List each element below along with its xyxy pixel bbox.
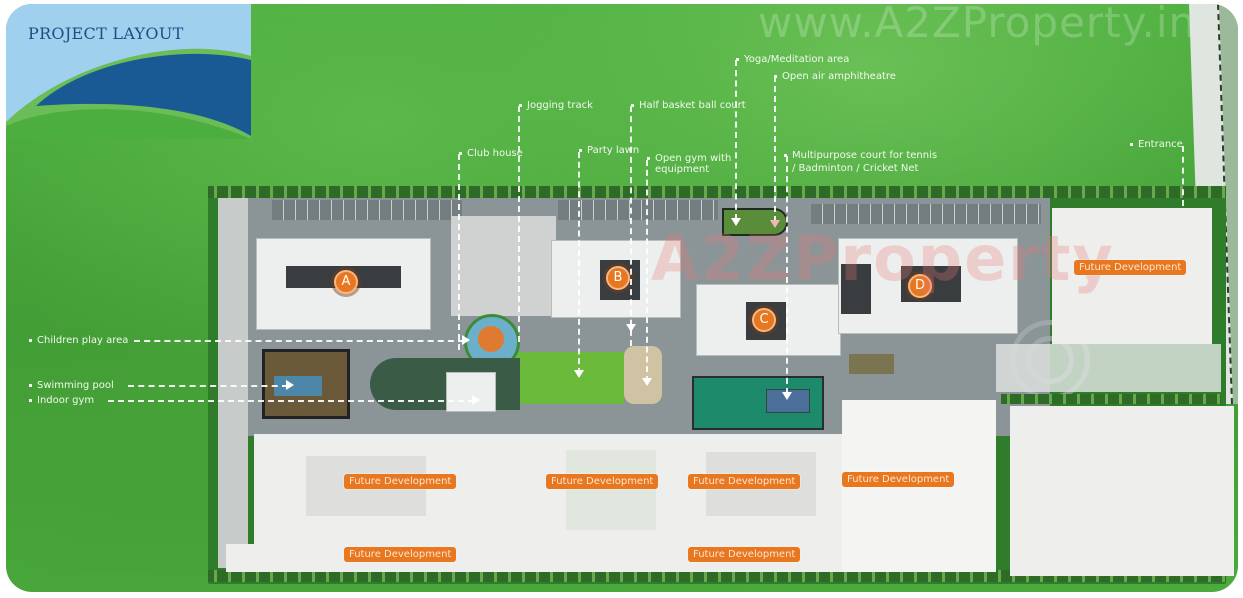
label-jogging: Jogging track xyxy=(519,100,593,111)
label-club-house: Club house xyxy=(459,148,523,159)
arrow-right-icon xyxy=(462,335,470,345)
bullet-icon xyxy=(647,156,650,160)
label-indoor-gym: Indoor gym xyxy=(29,395,94,406)
label-children-play: Children play area xyxy=(29,335,128,346)
watermark-url: www.A2ZProperty.in xyxy=(758,4,1197,47)
leader-line-multipurpose xyxy=(786,156,788,394)
page-title: PROJECT LAYOUT xyxy=(28,24,184,43)
indoor-gym-building xyxy=(446,372,496,412)
future-development-badge: Future Development xyxy=(344,474,457,489)
tower-b-badge[interactable]: B xyxy=(606,266,630,290)
arrow-right-icon xyxy=(286,380,294,390)
hedge-bottom xyxy=(208,570,1226,582)
future-development-badge: Future Development xyxy=(1074,260,1187,275)
tower-c-badge[interactable]: C xyxy=(752,308,776,332)
arrow-down-icon xyxy=(642,378,652,386)
leader-line-indoor-gym xyxy=(108,400,474,402)
future-development-badge: Future Development xyxy=(842,472,955,487)
leader-line-jogging xyxy=(518,106,520,342)
party-lawn xyxy=(514,352,624,404)
hedge-top xyxy=(208,186,1226,198)
leader-line-swimming-pool xyxy=(128,385,288,387)
project-layout-map: www.A2ZProperty.in PROJECT LAYOUT A B C … xyxy=(6,4,1238,592)
leader-line-club-house xyxy=(458,154,460,350)
parking-row-2 xyxy=(558,200,718,220)
play-equipment xyxy=(478,326,504,352)
tower-a-badge[interactable]: A xyxy=(334,270,358,294)
label-swimming-pool: Swimming pool xyxy=(29,380,114,391)
future-ghost-2 xyxy=(566,450,656,530)
left-parking-strip xyxy=(218,198,248,568)
label-basketball: Half basket ball court xyxy=(631,100,746,111)
leader-line-entrance xyxy=(1182,146,1184,206)
entrance-drive xyxy=(996,344,1221,392)
bullet-icon xyxy=(784,153,787,157)
leader-line-children-play xyxy=(134,340,464,342)
leader-line-basketball xyxy=(630,106,632,346)
bullet-icon xyxy=(519,103,522,107)
bullet-icon xyxy=(29,398,32,402)
parking-row-1 xyxy=(272,200,462,220)
future-development-badge: Future Development xyxy=(688,474,801,489)
bullet-icon xyxy=(774,74,777,78)
bullet-icon xyxy=(29,338,32,342)
label-party-lawn: Party lawn xyxy=(579,145,639,156)
tower-d-core-left xyxy=(841,264,871,314)
arrow-right-icon xyxy=(472,395,480,405)
arrow-down-icon xyxy=(626,324,636,332)
tennis-court xyxy=(766,389,810,413)
jogging-track xyxy=(370,358,520,410)
leader-line-party-lawn xyxy=(578,152,580,374)
arrow-down-icon xyxy=(770,220,780,228)
bullet-icon xyxy=(29,383,32,387)
watermark-logo: A2ZProperty xyxy=(651,222,1115,295)
leader-line-amphitheatre xyxy=(774,76,776,222)
label-entrance: Entrance xyxy=(1130,139,1183,150)
label-amphitheatre: Open air amphitheatre xyxy=(774,71,896,82)
arrow-down-icon xyxy=(782,392,792,400)
bullet-icon xyxy=(459,151,462,155)
guard-room xyxy=(849,354,894,374)
future-development-badge: Future Development xyxy=(344,547,457,562)
future-development-badge: Future Development xyxy=(546,474,659,489)
leader-line-yoga xyxy=(735,60,737,220)
title-banner: PROJECT LAYOUT xyxy=(6,4,251,139)
bullet-icon xyxy=(631,103,634,107)
plaza xyxy=(451,216,556,316)
tower-d-badge[interactable]: D xyxy=(908,274,932,298)
bullet-icon xyxy=(736,57,739,61)
arrow-down-icon xyxy=(574,370,584,378)
future-area-bottom-right xyxy=(1010,406,1234,576)
future-area-top-right xyxy=(1052,208,1212,344)
label-yoga: Yoga/Meditation area xyxy=(736,54,849,65)
hedge-right-plot xyxy=(1001,394,1221,404)
banner-wave-icon xyxy=(6,48,251,139)
arrow-down-icon xyxy=(731,218,741,226)
future-development-badge: Future Development xyxy=(688,547,801,562)
leader-line-open-gym xyxy=(646,160,648,382)
label-multipurpose: Multipurpose court for tennis/ Badminton… xyxy=(784,149,937,175)
bullet-icon xyxy=(579,148,582,152)
parking-row-3 xyxy=(811,204,1041,224)
open-gym xyxy=(624,346,662,404)
bullet-icon xyxy=(1130,142,1133,146)
